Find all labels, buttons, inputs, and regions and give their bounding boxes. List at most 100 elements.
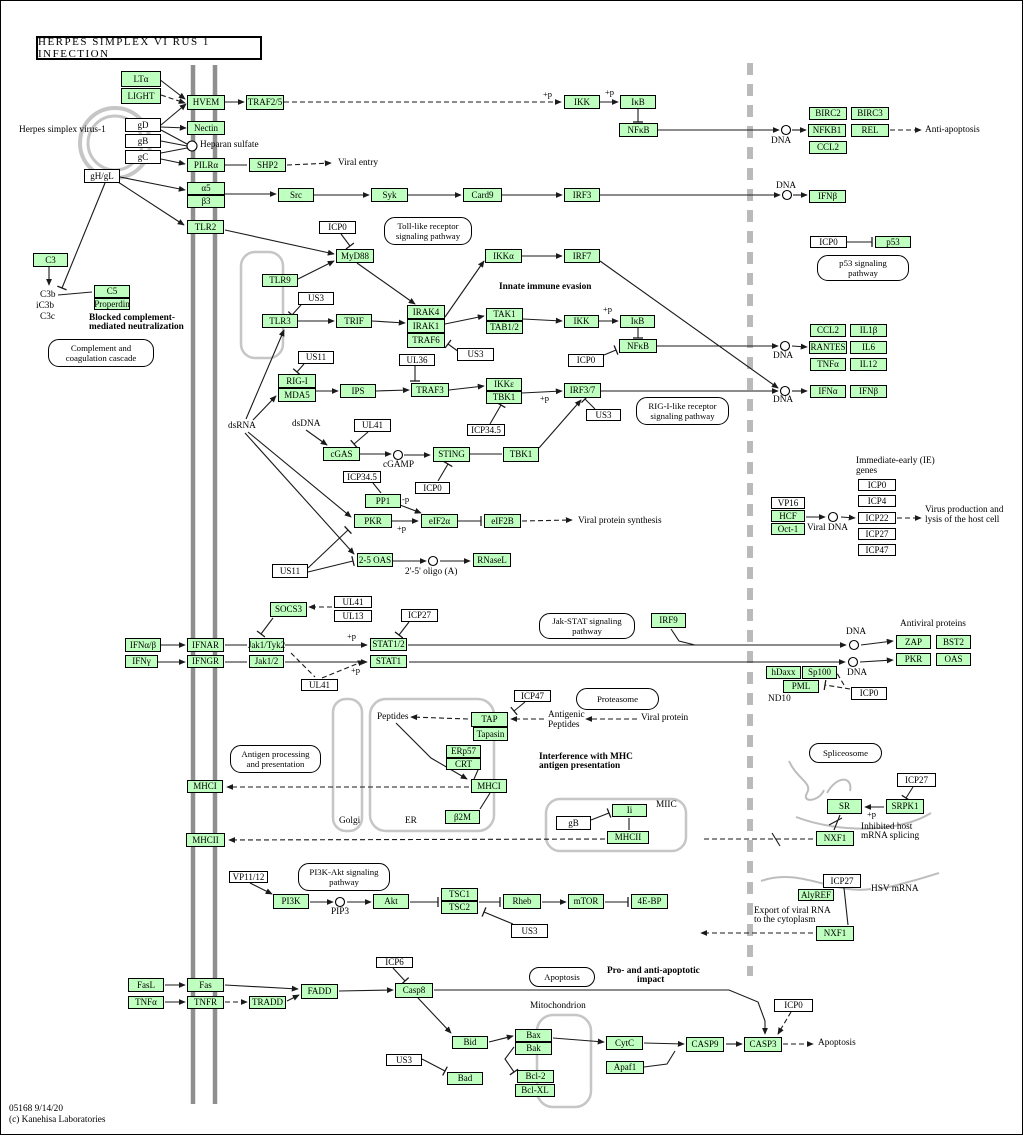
node-us3[interactable]: US3 xyxy=(511,924,548,938)
node-irf3-7[interactable]: IRF3/7 xyxy=(564,383,601,398)
node-ikk[interactable]: IKK xyxy=(564,95,600,109)
node-ifn[interactable]: IFNα xyxy=(810,385,846,398)
node-casp3[interactable]: CASP3 xyxy=(744,1037,782,1052)
node-bad[interactable]: Bad xyxy=(447,1072,483,1085)
node-p53[interactable]: p53 xyxy=(875,236,911,248)
node-il1[interactable]: IL1β xyxy=(850,324,887,337)
node-4e-bp[interactable]: 4E-BP xyxy=(631,894,668,909)
node-nf-b[interactable]: NFκB xyxy=(619,123,658,137)
node-nf-b[interactable]: NFκB xyxy=(619,339,657,353)
node-eif2b[interactable]: eIF2B xyxy=(484,514,521,528)
node-irak1[interactable]: IRAK1 xyxy=(407,319,445,333)
node-hvem[interactable]: HVEM xyxy=(187,95,225,110)
node-icp34-5[interactable]: ICP34.5 xyxy=(343,471,381,483)
node-icp4[interactable]: ICP4 xyxy=(858,495,896,507)
node-i-b[interactable]: IκB xyxy=(620,315,655,328)
node-vp11-12[interactable]: VP11/12 xyxy=(229,871,268,883)
node-icp0[interactable]: ICP0 xyxy=(319,221,356,234)
node-tsc2[interactable]: TSC2 xyxy=(441,901,478,914)
node-il12[interactable]: IL12 xyxy=(850,358,887,371)
node-ccl2[interactable]: CCL2 xyxy=(810,324,846,337)
node-ifnar[interactable]: IFNAR xyxy=(187,638,224,652)
node-pi3k[interactable]: PI3K xyxy=(273,894,309,909)
node-tlr3[interactable]: TLR3 xyxy=(262,314,298,328)
node-crt[interactable]: CRT xyxy=(446,758,481,770)
node-jak1-2[interactable]: Jak1/2 xyxy=(249,655,284,668)
node-ul41[interactable]: UL41 xyxy=(301,679,338,691)
node-pilr[interactable]: PILRα xyxy=(187,158,225,172)
node-mtor[interactable]: mTOR xyxy=(568,894,604,909)
node-us3[interactable]: US3 xyxy=(586,409,621,421)
node-2m[interactable]: β2M xyxy=(445,810,480,824)
node-ifn[interactable]: IFNβ xyxy=(809,190,846,203)
node-pml[interactable]: PML xyxy=(783,680,819,693)
node-src[interactable]: Src xyxy=(278,188,314,202)
node-mhci[interactable]: MHCI xyxy=(187,780,223,793)
node-bak[interactable]: Bak xyxy=(515,1042,552,1055)
node-ikk[interactable]: IKKε xyxy=(486,378,522,391)
node-hcf[interactable]: HCF xyxy=(771,510,805,522)
node-i-b[interactable]: IκB xyxy=(620,95,656,109)
node-nxf1[interactable]: NXF1 xyxy=(816,926,854,941)
node-oct-1[interactable]: Oct-1 xyxy=(771,523,805,535)
node-ifn[interactable]: IFNγ xyxy=(125,655,158,668)
node-traf3[interactable]: TRAF3 xyxy=(411,383,449,397)
node-tnf[interactable]: TNFα xyxy=(128,996,164,1009)
pathway-link-proteasome[interactable]: Proteasome xyxy=(576,688,659,710)
node-irf9[interactable]: IRF9 xyxy=(651,613,686,628)
node-icp47[interactable]: ICP47 xyxy=(514,690,551,702)
node-tbk1[interactable]: TBK1 xyxy=(486,391,522,404)
node-apaf1[interactable]: Apaf1 xyxy=(606,1061,644,1074)
node-ifngr[interactable]: IFNGR xyxy=(187,655,224,668)
node-icp27[interactable]: ICP27 xyxy=(823,874,861,888)
node-hdaxx[interactable]: hDaxx xyxy=(766,666,801,679)
node-pkr[interactable]: PKR xyxy=(354,514,392,528)
node-shp2[interactable]: SHP2 xyxy=(249,158,286,172)
node-ul13[interactable]: UL13 xyxy=(334,610,372,622)
node-gd[interactable]: gD xyxy=(125,118,161,132)
node-bid[interactable]: Bid xyxy=(452,1036,488,1049)
node-casp9[interactable]: CASP9 xyxy=(686,1037,724,1052)
node-tnf[interactable]: TNFα xyxy=(810,358,846,371)
node-tnfr[interactable]: TNFR xyxy=(187,996,224,1009)
node-irf3[interactable]: IRF3 xyxy=(564,188,600,202)
node-icp47[interactable]: ICP47 xyxy=(858,544,896,556)
node-icp27[interactable]: ICP27 xyxy=(858,528,896,540)
node-rel[interactable]: REL xyxy=(851,124,889,137)
node-erp57[interactable]: ERp57 xyxy=(446,745,481,758)
node-cgas[interactable]: cGAS xyxy=(323,447,360,461)
node-rnasel[interactable]: RNaseL xyxy=(473,553,511,567)
node-icp0[interactable]: ICP0 xyxy=(415,482,450,494)
node-mda5[interactable]: MDA5 xyxy=(278,388,316,402)
node-gb[interactable]: gB xyxy=(556,816,591,830)
node-ii[interactable]: Ii xyxy=(612,804,647,817)
node-us3[interactable]: US3 xyxy=(298,292,334,305)
node-bst2[interactable]: BST2 xyxy=(936,635,971,649)
node-tap[interactable]: TAP xyxy=(471,712,508,727)
node-srpk1[interactable]: SRPK1 xyxy=(886,799,924,814)
node-icp27[interactable]: ICP27 xyxy=(897,773,936,787)
node-properdin[interactable]: Properdin xyxy=(94,298,130,310)
node-icp0[interactable]: ICP0 xyxy=(858,479,896,491)
node-icp0[interactable]: ICP0 xyxy=(810,236,847,248)
node-icp34-5[interactable]: ICP34.5 xyxy=(467,424,505,436)
node-icp6[interactable]: ICP6 xyxy=(376,957,413,968)
node-birc3[interactable]: BIRC3 xyxy=(851,107,889,120)
node-sr[interactable]: SR xyxy=(827,799,862,814)
node-nfkb1[interactable]: NFKB1 xyxy=(808,124,846,137)
pathway-link-apoptosis[interactable]: Apoptosis xyxy=(529,967,595,987)
node-card9[interactable]: Card9 xyxy=(463,188,502,202)
node-rheb[interactable]: Rheb xyxy=(503,894,541,909)
node-tsc1[interactable]: TSC1 xyxy=(441,888,478,901)
node-c5[interactable]: C5 xyxy=(94,285,130,298)
node-5[interactable]: α5 xyxy=(187,182,225,195)
node-us3[interactable]: US3 xyxy=(386,1054,422,1066)
node-mhcii[interactable]: MHCII xyxy=(607,831,649,844)
node-us11[interactable]: US11 xyxy=(298,351,334,364)
node-bax[interactable]: Bax xyxy=(515,1029,552,1042)
node-ifn[interactable]: IFNα/β xyxy=(125,638,161,652)
